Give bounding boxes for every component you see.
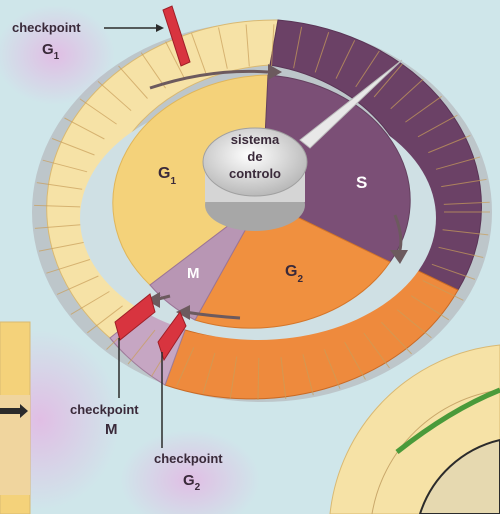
g1-phase-wedge xyxy=(112,74,269,286)
ring-segment-line xyxy=(165,41,186,80)
phase-label-g1: G1 xyxy=(158,165,176,187)
pointer-g1-head xyxy=(156,24,164,32)
ring-segment-line xyxy=(431,263,476,280)
ring-segment-line xyxy=(355,50,380,88)
checkpoint-g2-word: checkpoint xyxy=(154,451,223,466)
hub-label-line-3: controlo xyxy=(229,166,281,181)
ring-segment-line xyxy=(97,81,132,111)
ring-segment-line xyxy=(64,117,105,140)
ring-segment-line xyxy=(56,275,99,295)
left-partial-diagram xyxy=(0,321,31,514)
ring-segment-line xyxy=(363,332,390,369)
ring-segment-line xyxy=(438,246,484,258)
ring-segment-line xyxy=(34,204,81,208)
ring-segment-line xyxy=(417,114,458,138)
ring-segment-line xyxy=(314,32,330,73)
ring-segment-line xyxy=(435,156,481,170)
hub-top xyxy=(202,127,308,197)
ring-segment-line xyxy=(422,280,464,301)
ring-segment-line xyxy=(38,241,85,252)
ring-segment-line xyxy=(335,40,356,79)
phase-label-g2: G2 xyxy=(285,263,303,285)
ring-segment-line xyxy=(127,329,156,365)
ring-segment-line xyxy=(176,347,195,387)
ring-segment-line xyxy=(140,52,167,89)
ring-segment-line xyxy=(86,305,123,334)
ring-segment-line xyxy=(36,182,83,190)
checkpoint-g1-bar xyxy=(162,5,191,67)
checkpoint-m-bar xyxy=(114,293,156,341)
ring-segment-line xyxy=(218,27,228,69)
cycle-arrows xyxy=(146,64,408,320)
glow-top xyxy=(0,5,115,105)
ring-segment-line xyxy=(70,291,110,315)
checkpoint-g2-phase: G2 xyxy=(183,472,201,493)
checkpoint-m-word: checkpoint xyxy=(70,402,139,417)
hub-label-line-1: sistema xyxy=(231,132,280,147)
control-hub: sistema de controlo xyxy=(202,127,308,231)
bottom-right-partial-diagram xyxy=(329,344,500,514)
ring-segment-line xyxy=(442,229,489,236)
ring-segment-lines xyxy=(34,24,490,401)
ring-segment-line xyxy=(443,201,490,205)
phase-label-s: S xyxy=(356,173,367,192)
g2-phase-wedge xyxy=(194,199,391,329)
ring-segment-line xyxy=(271,24,275,67)
ring-segment-line xyxy=(245,24,250,67)
ring-segment-line xyxy=(428,135,471,154)
ring-segment-line xyxy=(229,356,238,399)
ring-segment-line xyxy=(34,224,81,229)
arrow-head-left xyxy=(146,292,160,308)
phase-label-m: M xyxy=(187,265,200,282)
ring-segment-line xyxy=(280,357,287,400)
ring-segment-line xyxy=(293,26,303,69)
checkpoint-g1-phase: G1 xyxy=(42,41,60,62)
arrow-track-top xyxy=(149,69,269,90)
glow-bottom xyxy=(120,430,260,514)
ring-segment-line xyxy=(396,309,432,339)
checkpoint-g1-word: checkpoint xyxy=(12,20,81,35)
checkpoint-pointers xyxy=(104,24,164,448)
ring-segment-line xyxy=(323,349,341,389)
hub-label-line-2: de xyxy=(247,149,262,164)
ring-segment-line xyxy=(344,341,366,380)
control-needle xyxy=(299,59,403,149)
checkpoint-barriers xyxy=(114,5,191,362)
ring-segment-line xyxy=(441,178,487,188)
ring-segment-line xyxy=(257,357,260,401)
left-partial-arrow xyxy=(0,404,28,418)
ring-segment-line xyxy=(79,98,117,125)
green-arc xyxy=(395,387,500,454)
m-phase-wedge xyxy=(149,199,263,321)
ring-segment-line xyxy=(410,295,450,321)
ring-segment-line xyxy=(46,259,91,274)
ring-segment-line xyxy=(381,321,412,355)
ring-segment-line xyxy=(42,159,88,173)
ring-segment-line xyxy=(405,95,442,123)
ring-segment-line xyxy=(373,63,403,98)
arrow-head-top xyxy=(268,64,282,80)
ring-segment-line xyxy=(191,33,207,74)
arrow-head-bottom xyxy=(176,305,190,320)
ring-segment-line xyxy=(202,352,216,394)
ring-segment-line xyxy=(51,138,95,156)
ring-segment-line xyxy=(390,78,424,110)
ring-segment-line xyxy=(302,354,314,396)
arrow-head-right xyxy=(390,250,408,264)
checkpoint-m-phase: M xyxy=(105,421,118,438)
ring-segment-line xyxy=(118,65,148,99)
